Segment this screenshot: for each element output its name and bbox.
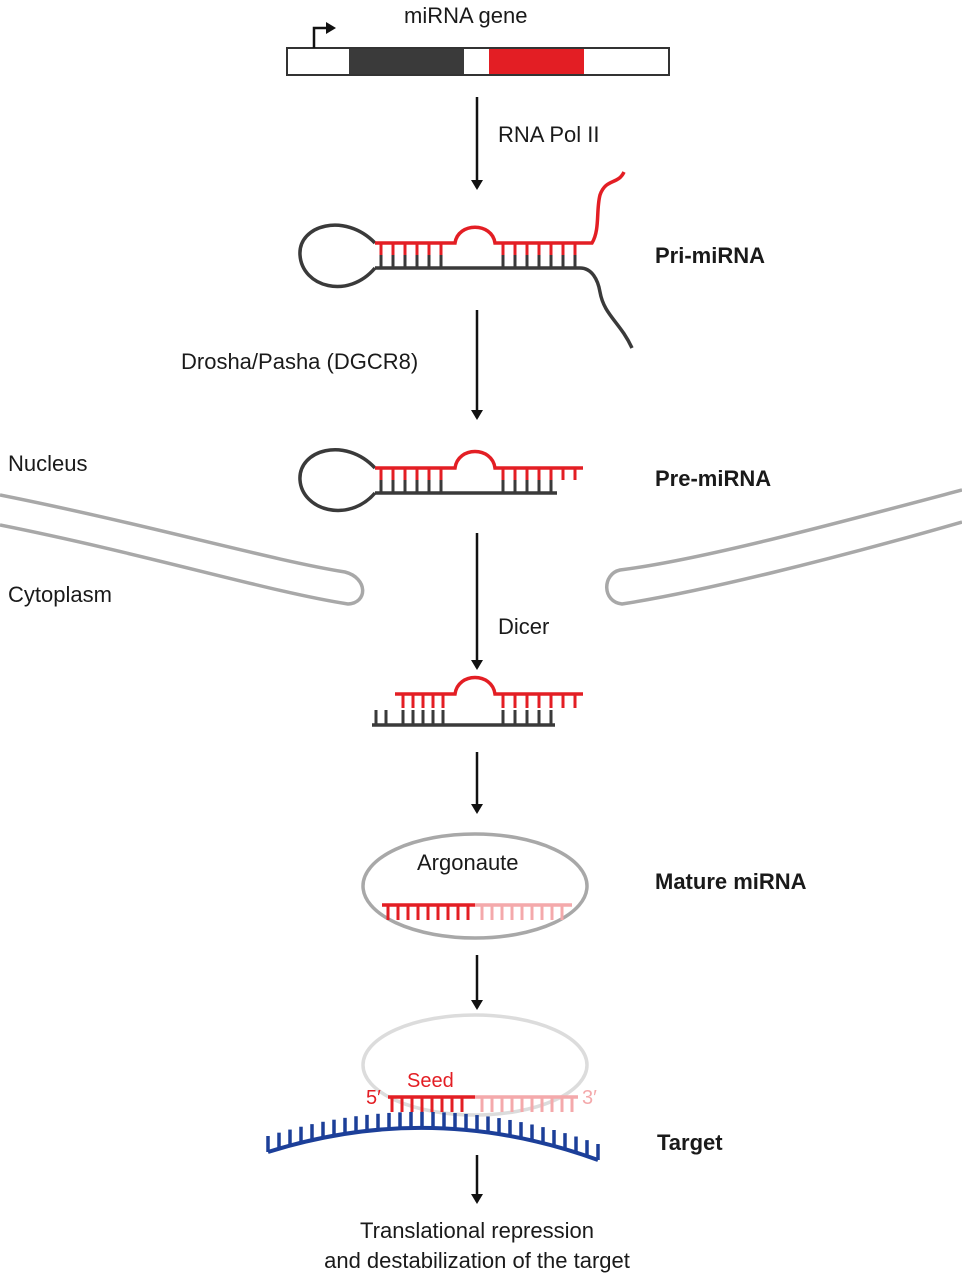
step-label-dicer: Dicer [498, 614, 550, 639]
nuclear-envelope-left [0, 493, 365, 606]
gene-red-segment [489, 49, 584, 74]
compartment-label-nucleus: Nucleus [8, 451, 88, 476]
argonaute-label: Argonaute [417, 850, 519, 875]
gene-dark-segment [349, 49, 464, 74]
argonaute-complex [361, 832, 589, 940]
five-prime-end-label: 5′ [366, 1087, 381, 1109]
seed-label: Seed [407, 1070, 454, 1092]
stage-label-mature: Mature miRNA [655, 869, 807, 894]
three-prime-end-label: 3′ [582, 1087, 597, 1109]
pre-mirna-structure [298, 448, 583, 513]
nuclear-envelope [0, 488, 962, 606]
stage-label-target: Target [657, 1130, 723, 1155]
gene-label: miRNA gene [404, 3, 528, 28]
step-label-transcription: RNA Pol II [498, 122, 600, 147]
mirna-gene [286, 22, 670, 76]
nuclear-envelope-right [605, 488, 962, 606]
stage-label-pre: Pre-miRNA [655, 466, 772, 491]
outcome-line-1: Translational repression [360, 1218, 594, 1243]
step-label-processing: Drosha/Pasha (DGCR8) [181, 349, 419, 374]
mirna-duplex [372, 675, 583, 727]
target-complex [266, 1013, 600, 1162]
pri-mirna-structure [298, 171, 634, 349]
argonaute-faded-ellipse [361, 1013, 589, 1117]
outcome-line-2: and destabilization of the target [324, 1248, 630, 1273]
stage-label-pri: Pri-miRNA [655, 243, 766, 268]
promoter-arrow-icon [312, 26, 328, 48]
target-mrna [267, 1125, 599, 1162]
compartment-label-cytoplasm: Cytoplasm [8, 582, 112, 607]
